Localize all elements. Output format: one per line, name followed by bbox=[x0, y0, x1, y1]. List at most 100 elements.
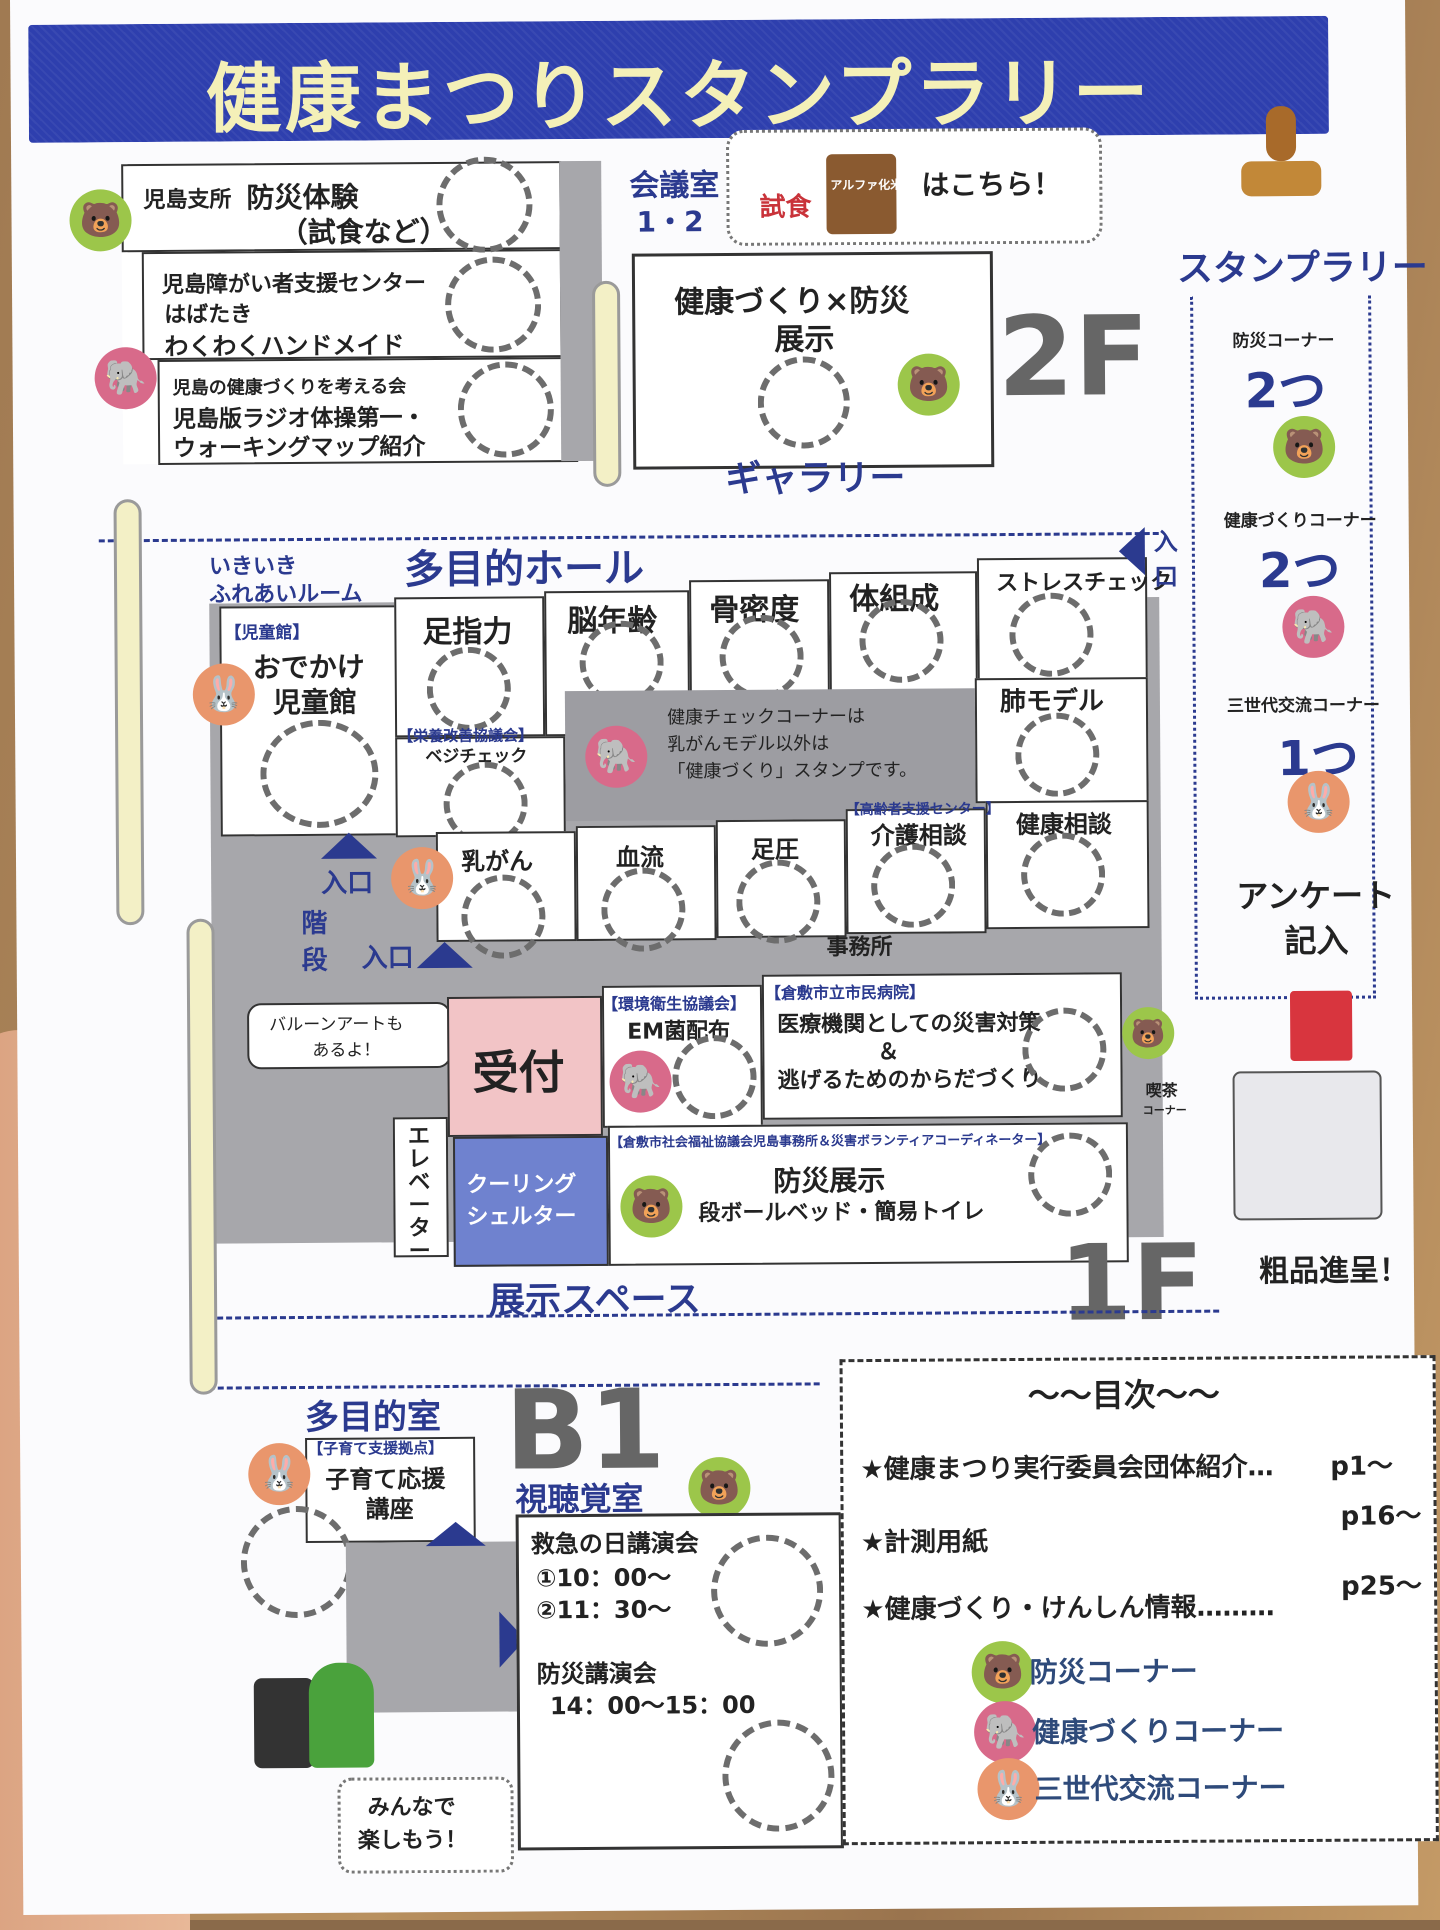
toc-item: ★健康まつり実行委員会団体紹介… bbox=[860, 1452, 1274, 1486]
booth-name: 逃げるためのからだづくり bbox=[777, 1066, 1042, 1094]
corner-count: 2つ bbox=[1258, 542, 1341, 600]
legend-label: 三世代交流コーナー bbox=[1034, 1771, 1287, 1806]
stamp-slot[interactable] bbox=[870, 843, 956, 929]
entrance-label: 入口 bbox=[321, 868, 374, 899]
rabbit-icon: 🐰 bbox=[192, 663, 256, 726]
event-time: ①10：00〜 bbox=[535, 1563, 672, 1593]
hall-label: 多目的ホール bbox=[403, 545, 645, 594]
page-title: 健康まつりスタンプラリー bbox=[205, 48, 1152, 144]
title-banner: 健康まつりスタンプラリー bbox=[28, 15, 1329, 144]
event-time: ②11：30〜 bbox=[536, 1595, 672, 1625]
check-name: 乳がん bbox=[460, 847, 534, 876]
org-tag: 【倉敷市社会福祉協議会児島事務所＆災害ボランティアコーディネーター】 bbox=[609, 1132, 1051, 1151]
org-tag: 【子育て支援拠点】 bbox=[308, 1439, 444, 1458]
route-arrow bbox=[113, 499, 145, 926]
entrance-arrow bbox=[1118, 527, 1146, 576]
stamp-slot[interactable] bbox=[1022, 1007, 1107, 1092]
rabbit-icon: 🐰 bbox=[248, 1442, 311, 1506]
corner-name: 防災コーナー bbox=[1232, 330, 1335, 352]
mascot-characters bbox=[244, 1647, 385, 1778]
booth-name: 医療機関としての災害対策 bbox=[777, 1010, 1041, 1038]
stamp-slot[interactable] bbox=[719, 614, 804, 700]
room-detail: ウォーキングマップ紹介 bbox=[173, 434, 426, 462]
stamp-slot[interactable] bbox=[457, 361, 555, 458]
toc-page: p1〜 bbox=[1330, 1451, 1394, 1482]
org-tag: 【環境衛生協議会】 bbox=[601, 993, 747, 1014]
cooling-label: クーリングシェルター bbox=[466, 1172, 577, 1230]
entrance-arrow bbox=[320, 832, 378, 859]
elephant-icon: 🐘 bbox=[973, 1700, 1037, 1764]
event-name: 救急の日講演会 bbox=[530, 1529, 699, 1559]
prize-label: 粗品進呈！ bbox=[1258, 1253, 1410, 1290]
stamp-slot[interactable] bbox=[859, 598, 944, 684]
mascot bbox=[253, 1677, 315, 1769]
stamp-base bbox=[1241, 160, 1322, 197]
stamp-slot[interactable] bbox=[757, 356, 851, 449]
mascot-house-character bbox=[1232, 1070, 1383, 1221]
elephant-icon: 🐘 bbox=[585, 725, 648, 789]
room-detail: はばたき bbox=[164, 302, 253, 328]
stamp-slot-stamped[interactable] bbox=[260, 719, 379, 829]
stamp-slot[interactable] bbox=[240, 1505, 354, 1619]
check-name: 足指力 bbox=[422, 614, 513, 651]
stamp-slot[interactable] bbox=[1009, 592, 1094, 678]
bubble-text: みんなで bbox=[367, 1794, 456, 1821]
stamp-slot[interactable] bbox=[1015, 712, 1100, 797]
mascot bbox=[308, 1662, 375, 1768]
booth-name: 段ボールベッド・簡易トイレ bbox=[698, 1199, 985, 1227]
stamp-slot[interactable] bbox=[722, 1719, 835, 1833]
rabbit-icon: 🐰 bbox=[1287, 770, 1350, 834]
event-time: 14：00〜15：00 bbox=[549, 1690, 756, 1721]
bear-icon: 🐻 bbox=[620, 1175, 683, 1238]
meeting-room-number: 1・2 bbox=[636, 205, 704, 239]
cafe-label: 喫茶 bbox=[1145, 1080, 1178, 1101]
note-text: 乳がんモデル以外は bbox=[667, 733, 830, 756]
stamp-slot[interactable] bbox=[426, 646, 512, 732]
elephant-icon: 🐘 bbox=[1282, 595, 1345, 659]
stamp-slot[interactable] bbox=[601, 867, 686, 952]
note-text: 健康チェックコーナーは bbox=[666, 706, 866, 729]
elephant-icon: 🐘 bbox=[94, 346, 157, 410]
corner-name: 健康づくりコーナー bbox=[1223, 510, 1377, 532]
rabbit-icon: 🐰 bbox=[977, 1757, 1040, 1821]
stamp-slot[interactable] bbox=[672, 1034, 757, 1120]
corner-count: 2つ bbox=[1244, 362, 1327, 420]
room-name: 児島の健康づくりを考える会 bbox=[172, 376, 407, 399]
toc-page: p25〜 bbox=[1341, 1571, 1423, 1602]
gift-icon bbox=[1289, 990, 1353, 1062]
room-detail: 講座 bbox=[365, 1495, 414, 1524]
meeting-room-label: 会議室 bbox=[629, 168, 720, 204]
stamp-slot[interactable] bbox=[436, 156, 533, 254]
bear-icon: 🐻 bbox=[971, 1640, 1034, 1704]
survey-label: 記入 bbox=[1284, 921, 1349, 961]
room-detail: （試食など） bbox=[279, 214, 448, 250]
stamp-slot[interactable] bbox=[1020, 832, 1106, 917]
toc-title: 〜〜目次〜〜 bbox=[1027, 1375, 1220, 1415]
event-name: 防災講演会 bbox=[536, 1659, 657, 1689]
stamp-slot[interactable] bbox=[444, 256, 542, 353]
stamp-slot[interactable] bbox=[736, 859, 821, 944]
room-detail: 児童館 bbox=[272, 685, 358, 720]
stamp-slot[interactable] bbox=[461, 874, 546, 959]
corner-name: 三世代交流コーナー bbox=[1226, 695, 1381, 717]
stamp-slot[interactable] bbox=[1027, 1132, 1113, 1217]
room-detail: わくわくハンドメイド bbox=[164, 331, 405, 361]
entrance-arrow bbox=[425, 1521, 486, 1547]
bear-icon: 🐻 bbox=[1122, 1006, 1175, 1060]
entrance-label: 入口 bbox=[361, 943, 414, 974]
note-text: 「健康づくり」スタンプです。 bbox=[667, 759, 918, 783]
stamp-handle bbox=[1265, 106, 1297, 162]
office-label: 事務所 bbox=[826, 934, 893, 961]
entrance-arrow bbox=[416, 941, 473, 969]
route-arrow bbox=[186, 918, 218, 1395]
floor-label-1f: 1F bbox=[1058, 1221, 1205, 1345]
stamp-slot[interactable] bbox=[710, 1534, 824, 1648]
room-name: 児島障がい者支援センター bbox=[161, 271, 427, 298]
route-arrow bbox=[591, 280, 622, 487]
elephant-icon: 🐘 bbox=[609, 1050, 672, 1113]
rally-heading: スタンプラリー bbox=[1176, 247, 1428, 290]
room-name: 児島支所 bbox=[143, 187, 232, 214]
balloon-text: あるよ！ bbox=[312, 1040, 381, 1061]
balloon-text: バルーンアートも bbox=[269, 1014, 404, 1036]
cafe-label: コーナー bbox=[1142, 1103, 1187, 1118]
